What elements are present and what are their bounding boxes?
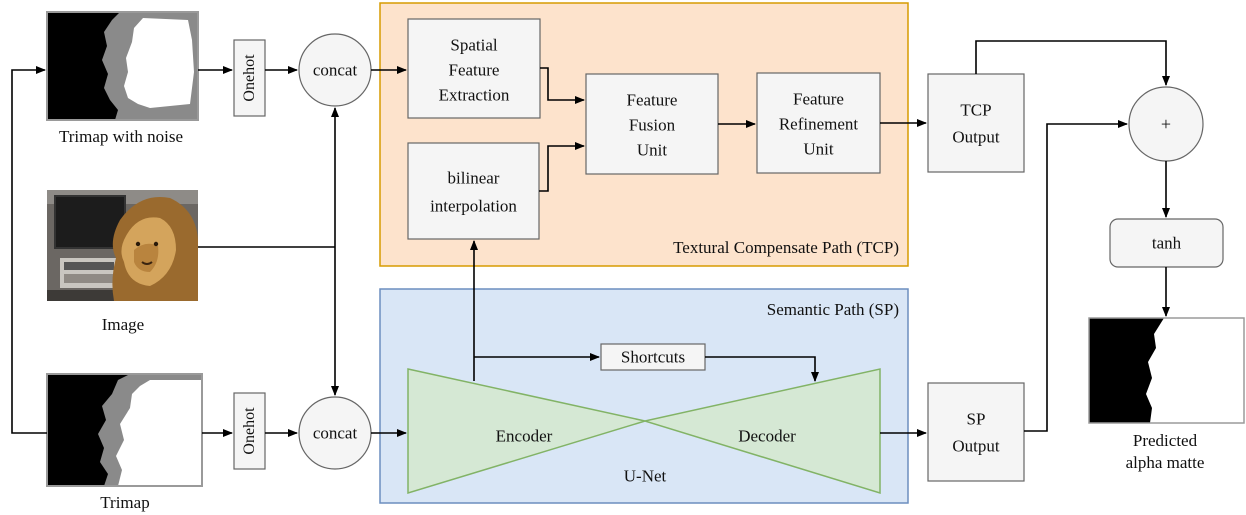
tcp-region-label: Textural Compensate Path (TCP) xyxy=(673,238,899,257)
tanh-label: tanh xyxy=(1152,234,1182,253)
bilinear-interpolation-box: bilinear interpolation xyxy=(407,142,540,240)
fusion-line1: Feature xyxy=(627,91,678,110)
image-caption: Image xyxy=(102,315,144,334)
lion-image xyxy=(47,190,198,301)
bilinear-line2: interpolation xyxy=(430,197,517,216)
unet-label: U-Net xyxy=(624,467,667,486)
sp-output-line2: Output xyxy=(952,437,1000,456)
fusion-line2: Fusion xyxy=(629,116,676,135)
tcp-output-line2: Output xyxy=(952,128,1000,147)
concat-bottom-node: concat xyxy=(298,396,372,470)
alpha-matte-image xyxy=(1089,318,1244,423)
tcp-output-line1: TCP xyxy=(960,101,991,120)
refine-line1: Feature xyxy=(793,90,844,109)
onehot-bottom-label: Onehot xyxy=(241,407,258,455)
alpha-caption-line1: Predicted xyxy=(1133,431,1198,450)
trimap-image xyxy=(47,374,202,486)
onehot-top-box: Onehot xyxy=(233,39,266,117)
shortcuts-label: Shortcuts xyxy=(621,348,685,367)
onehot-top-label: Onehot xyxy=(241,54,258,102)
encoder-label: Encoder xyxy=(496,427,553,446)
unet-encoder-decoder xyxy=(407,368,881,495)
sp-output-line1: SP xyxy=(967,410,986,429)
spatial-line2: Feature xyxy=(449,61,500,80)
trimap-caption: Trimap xyxy=(100,493,149,512)
feature-fusion-unit-box: Feature Fusion Unit xyxy=(585,73,719,175)
concat-top-label: concat xyxy=(313,61,358,80)
tanh-box: tanh xyxy=(1109,218,1224,268)
refine-line2: Refinement xyxy=(779,115,859,134)
connectors xyxy=(11,40,1170,437)
trimap-noise-caption: Trimap with noise xyxy=(59,127,183,146)
concat-bottom-label: concat xyxy=(313,424,358,443)
refine-line3: Unit xyxy=(803,140,834,159)
spatial-line3: Extraction xyxy=(439,86,510,105)
sp-output-box: SP Output xyxy=(927,382,1025,482)
fusion-line3: Unit xyxy=(637,141,668,160)
tcp-output-box: TCP Output xyxy=(927,73,1025,173)
trimap-noise-image xyxy=(47,12,198,120)
spatial-line1: Spatial xyxy=(450,36,497,55)
concat-top-node: concat xyxy=(298,33,372,107)
decoder-label: Decoder xyxy=(738,427,796,446)
spatial-feature-extraction-box: Spatial Feature Extraction xyxy=(407,18,541,119)
alpha-caption-line2: alpha matte xyxy=(1126,453,1205,472)
sum-node: + xyxy=(1128,86,1204,162)
shortcuts-box: Shortcuts xyxy=(600,343,706,371)
plus-sign: + xyxy=(1161,114,1171,134)
onehot-bottom-box: Onehot xyxy=(233,392,266,470)
feature-refinement-unit-box: Feature Refinement Unit xyxy=(756,72,881,174)
bilinear-line1: bilinear xyxy=(448,169,500,188)
sp-region-label: Semantic Path (SP) xyxy=(767,300,899,319)
